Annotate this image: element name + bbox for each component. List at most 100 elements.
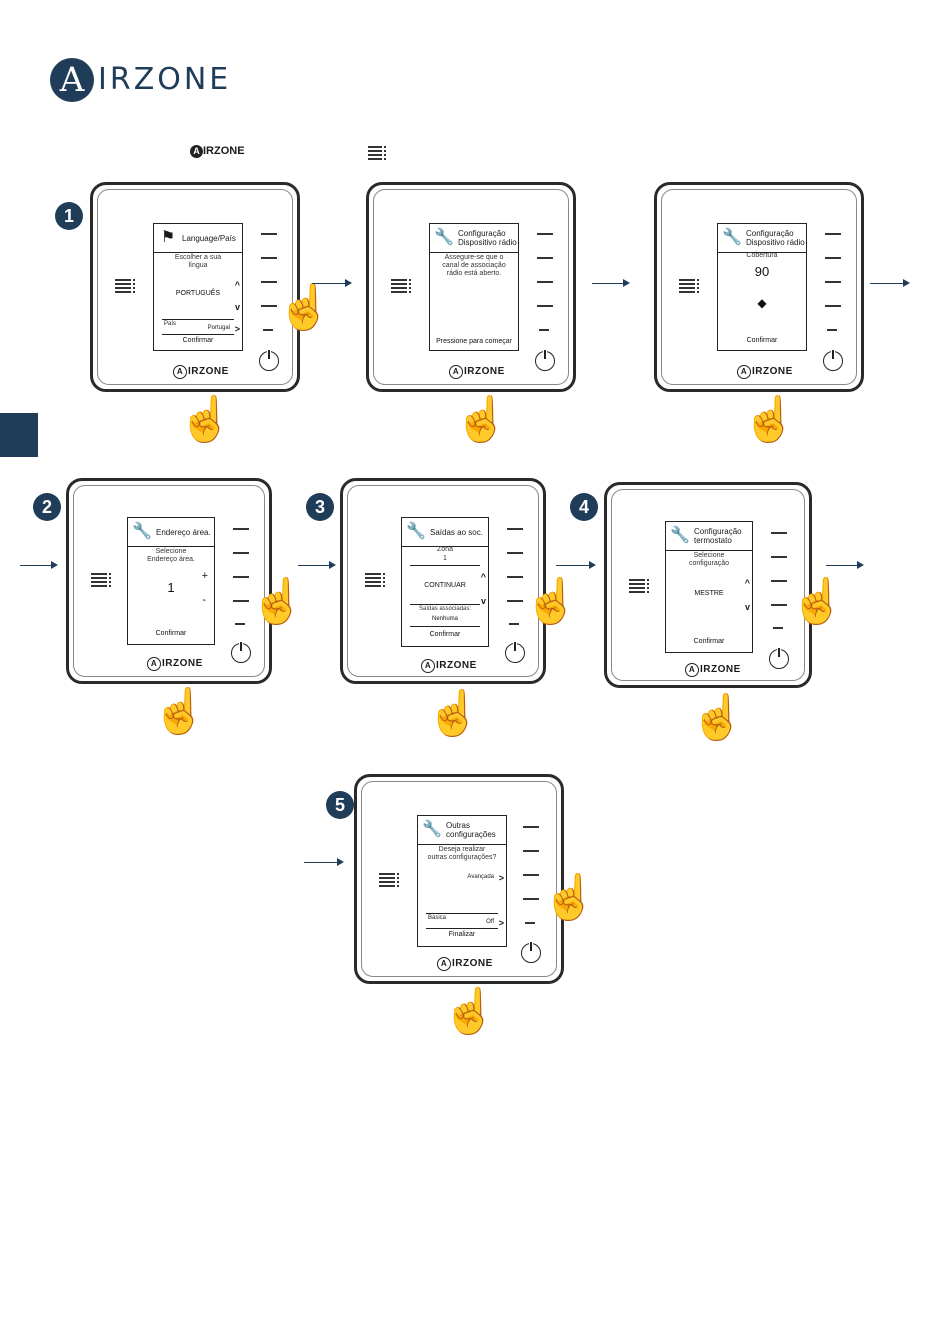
- side-button-2[interactable]: [523, 850, 539, 852]
- plus-icon: +: [201, 570, 208, 582]
- side-button-1[interactable]: [233, 528, 249, 530]
- power-icon[interactable]: [231, 641, 251, 663]
- zone-label: Zona: [437, 546, 453, 553]
- screen-header: 🔧 Endereço área.: [128, 518, 214, 547]
- pointing-hand-icon: ☝: [790, 577, 845, 626]
- side-button-3[interactable]: [233, 576, 249, 578]
- side-button-5[interactable]: [509, 623, 519, 625]
- side-button-1[interactable]: [537, 233, 553, 235]
- menu-icon: [91, 573, 111, 587]
- chevron-right-icon: >: [234, 324, 240, 334]
- side-button-2[interactable]: [771, 556, 787, 558]
- menu-icon: [629, 579, 649, 593]
- power-icon[interactable]: [823, 349, 843, 371]
- confirm-label: Confirmar: [429, 631, 461, 638]
- advanced-option[interactable]: Avançada: [467, 874, 494, 880]
- side-button-3[interactable]: [507, 576, 523, 578]
- side-button-4[interactable]: [523, 898, 539, 900]
- side-button-2[interactable]: [825, 257, 841, 259]
- power-icon[interactable]: [535, 349, 555, 371]
- address-value: 1: [167, 580, 175, 595]
- menu-icon: [379, 873, 399, 887]
- screen-title: Language/País: [182, 233, 236, 243]
- side-button-3[interactable]: [825, 281, 841, 283]
- screen-header: ⚑ Language/País: [154, 224, 242, 253]
- screen-text-2: canal de associação: [442, 262, 506, 269]
- wrench-icon: 🔧: [670, 527, 690, 544]
- screen-text-1: Deseja realizar: [438, 846, 486, 853]
- step-badge-4: 4: [570, 493, 598, 521]
- pointing-hand-icon: ☝: [524, 577, 579, 626]
- thermostat-step-3: 🔧 Saídas ao soc. Zona 1 CONTINUAR ^ v Sa…: [340, 478, 546, 684]
- pointing-hand-icon: ☝: [542, 873, 597, 922]
- side-button-5[interactable]: [539, 329, 549, 331]
- airzone-logo-text: IRZONE: [98, 62, 232, 97]
- pointing-hand-icon: ☝: [178, 395, 233, 444]
- step-badge-5: 5: [326, 791, 354, 819]
- screen-title-2: configurações: [446, 830, 496, 839]
- side-button-2[interactable]: [507, 552, 523, 554]
- screen-text-1: Selecione: [155, 548, 187, 555]
- side-button-5[interactable]: [525, 922, 535, 924]
- side-button-3[interactable]: [261, 281, 277, 283]
- menu-icon: [391, 279, 411, 293]
- side-button-3[interactable]: [523, 874, 539, 876]
- pointing-hand-icon: ☝: [426, 689, 481, 738]
- arrow-right-icon: [298, 561, 336, 569]
- side-button-5[interactable]: [773, 627, 783, 629]
- side-button-4[interactable]: [771, 604, 787, 606]
- power-icon[interactable]: [769, 647, 789, 669]
- signal-icon: ◆: [757, 296, 767, 310]
- zone-value: 1: [443, 555, 447, 562]
- wrench-icon: 🔧: [722, 229, 742, 246]
- side-button-4[interactable]: [825, 305, 841, 307]
- side-button-1[interactable]: [771, 532, 787, 534]
- confirm-label: Confirmar: [746, 337, 778, 344]
- screen-title-1: Configuração: [694, 527, 742, 536]
- wrench-icon: 🔧: [406, 523, 426, 540]
- side-button-5[interactable]: [263, 329, 273, 331]
- side-button-1[interactable]: [261, 233, 277, 235]
- side-button-3[interactable]: [537, 281, 553, 283]
- side-button-1[interactable]: [825, 233, 841, 235]
- arrow-right-icon: [20, 561, 58, 569]
- step-badge-2: 2: [33, 493, 61, 521]
- side-button-4[interactable]: [233, 600, 249, 602]
- step-badge-1: 1: [55, 202, 83, 230]
- side-button-2[interactable]: [537, 257, 553, 259]
- flag-icon: ⚑: [160, 229, 176, 246]
- coverage-label: Cobertura: [746, 252, 778, 259]
- screen-title-1: Configuração: [458, 229, 506, 238]
- power-icon[interactable]: [521, 941, 541, 963]
- side-button-3[interactable]: [771, 580, 787, 582]
- side-button-1[interactable]: [523, 826, 539, 828]
- thermostat-screen: ⚑ Language/País Escolher a sua língua PO…: [153, 223, 243, 351]
- arrow-right-icon: [592, 279, 630, 287]
- chevron-down-icon: v: [234, 302, 240, 312]
- side-button-4[interactable]: [507, 600, 523, 602]
- minus-icon: -: [202, 594, 206, 606]
- side-button-1[interactable]: [507, 528, 523, 530]
- start-label: Pressione para começar: [436, 338, 512, 345]
- wrench-icon: 🔧: [132, 523, 152, 540]
- side-button-4[interactable]: [261, 305, 277, 307]
- power-icon[interactable]: [505, 641, 525, 663]
- coverage-value: 90: [754, 264, 770, 279]
- side-button-2[interactable]: [261, 257, 277, 259]
- screen-header: 🔧 Saídas ao soc.: [402, 518, 488, 547]
- side-button-5[interactable]: [827, 329, 837, 331]
- side-button-5[interactable]: [235, 623, 245, 625]
- pointing-hand-icon: ☝: [442, 987, 497, 1036]
- side-button-4[interactable]: [537, 305, 553, 307]
- side-button-2[interactable]: [233, 552, 249, 554]
- power-icon[interactable]: [259, 349, 279, 371]
- screen-title-2: Dispositivo rádio: [458, 238, 517, 247]
